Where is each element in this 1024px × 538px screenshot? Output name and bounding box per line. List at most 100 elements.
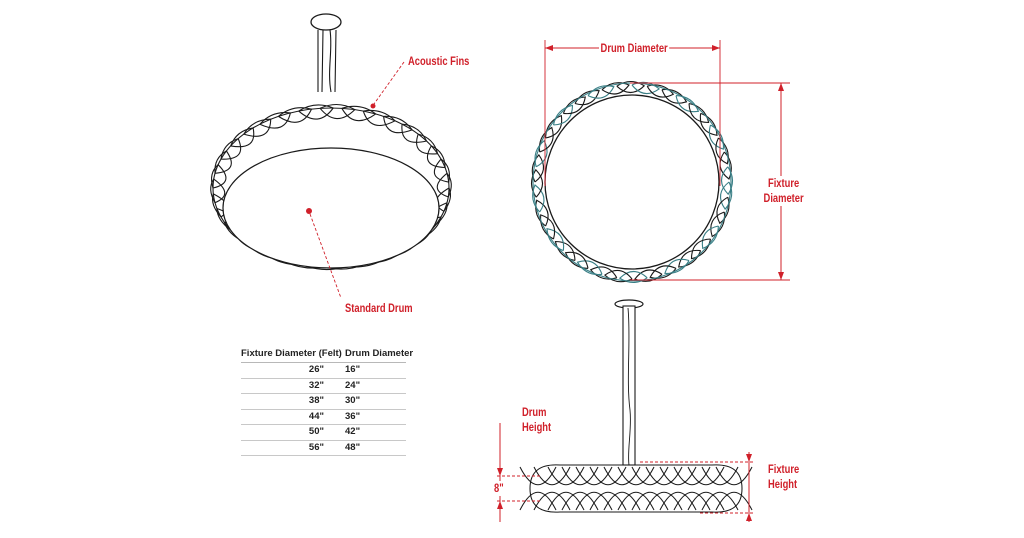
drum-height-label-line1: Drum	[522, 405, 547, 419]
lattice-arc	[673, 491, 711, 511]
ceiling-canopy	[310, 13, 342, 31]
drum-height-arrow-top	[497, 468, 503, 476]
plan-fin-loop	[535, 199, 549, 227]
fin-loop	[383, 115, 413, 134]
lattice-arc	[589, 466, 627, 486]
plan-fin-loop	[589, 266, 618, 280]
cell-fixture-diameter: 26"	[308, 364, 324, 375]
lattice-arc	[645, 491, 683, 511]
drum-height-value: 8"	[494, 481, 504, 496]
cell-drum-diameter: 16"	[345, 364, 361, 375]
fin-loop	[243, 118, 272, 137]
drum-height-label: Drum Height	[522, 405, 551, 435]
fixture-height-arrow-bottom	[746, 513, 752, 521]
fixture-height-arrow-top	[746, 454, 752, 462]
plan-fin-loop	[649, 265, 677, 279]
lattice-arc	[659, 466, 697, 486]
drum-diameter-arrow-right	[712, 45, 720, 51]
plan-drum-outline	[544, 94, 720, 270]
size-table-header: Fixture Diameter (Felt) Drum Diameter	[241, 348, 413, 363]
fin-loop	[298, 104, 335, 120]
cell-drum-diameter: 30"	[345, 395, 361, 406]
table-row: 26" 16"	[241, 363, 406, 379]
lattice-arc	[533, 466, 571, 486]
plan-fin-loop	[661, 88, 688, 104]
plan-fin-loop	[664, 258, 690, 274]
cell-drum-diameter: 24"	[345, 379, 361, 391]
lattice-arc	[603, 491, 641, 511]
fixture-diameter-label: Fixture Diameter	[762, 176, 806, 206]
table-row: 50" 42"	[241, 425, 406, 441]
lattice-arc	[603, 466, 641, 486]
size-table: Fixture Diameter (Felt) Drum Diameter 26…	[241, 348, 413, 456]
plan-fin-loop	[618, 270, 648, 284]
lattice-arc	[519, 491, 557, 511]
plan-fin-ring	[530, 80, 734, 284]
plan-fin-loop	[675, 95, 700, 113]
fixture-height-label-line1: Fixture	[768, 462, 800, 476]
plan-fin-loop	[646, 84, 675, 98]
fin-loop	[230, 127, 255, 148]
plan-fin-loop	[562, 96, 586, 115]
plan-fin-loop	[545, 114, 563, 139]
drum-diameter-label: Drum Diameter	[599, 41, 670, 56]
plan-fin-loop	[616, 80, 646, 94]
fin-loop	[416, 133, 439, 155]
lattice-arc	[575, 466, 613, 486]
lattice-arc	[701, 466, 739, 486]
plan-fin-loop	[678, 249, 702, 268]
fin-loop	[427, 145, 446, 169]
acoustic-fins-leader	[373, 61, 405, 105]
drum-diameter-arrow-left	[545, 45, 553, 51]
plan-fin-loop	[604, 269, 633, 283]
lattice-arc	[701, 491, 739, 511]
cell-fixture-diameter: 32"	[308, 379, 324, 391]
plan-fin-loop	[554, 240, 576, 262]
plan-fin-loop	[690, 238, 712, 260]
cell-fixture-diameter: 50"	[308, 426, 324, 437]
plan-fin-loop	[720, 166, 734, 196]
plan-fin-loop	[538, 126, 554, 153]
fixture-height-label: Fixture Height	[768, 462, 799, 492]
lattice-arc	[575, 491, 613, 511]
plan-fin-loop	[574, 90, 600, 106]
standard-drum-label: Standard Drum	[345, 301, 413, 315]
fixture-height-label-line2: Height	[768, 477, 798, 491]
plan-fin-loop	[710, 211, 726, 238]
fixture-diameter-arrow-top	[778, 83, 784, 91]
lattice-arc	[547, 466, 585, 486]
cell-drum-diameter: 42"	[345, 426, 361, 437]
plan-fin-loop	[532, 184, 545, 213]
lattice-arc	[561, 491, 599, 511]
plan-fin-loop	[601, 82, 630, 95]
lattice-arc	[687, 466, 725, 486]
lattice-arc	[645, 466, 683, 486]
plan-fin-loop	[631, 81, 660, 95]
elevation-cable	[627, 307, 631, 466]
fixture-diameter-arrow-bottom	[778, 272, 784, 280]
plan-fin-loop	[715, 137, 729, 165]
table-row: 32" 24"	[241, 379, 406, 394]
fin-loop	[401, 123, 428, 143]
plan-fin-loop	[540, 214, 556, 240]
plan-fin-loop	[576, 260, 603, 276]
fixture-diameter-label-line1: Fixture	[767, 176, 800, 190]
lattice-arc	[617, 466, 655, 486]
plan-fin-loop	[552, 104, 574, 126]
cell-fixture-diameter: 38"	[308, 395, 324, 406]
plan-fin-loop	[716, 196, 730, 225]
cell-drum-diameter: 36"	[345, 410, 361, 422]
standard-drum-outline	[222, 147, 440, 269]
lattice-arc	[589, 491, 627, 511]
elevation-view	[497, 299, 754, 522]
plan-fin-loop	[708, 124, 724, 150]
acoustic-fins-label: Acoustic Fins	[408, 54, 470, 68]
plan-fin-outer-ring	[532, 82, 732, 282]
cell-fixture-diameter: 44"	[308, 410, 324, 422]
table-row: 44" 36"	[241, 410, 406, 425]
table-row: 38" 30"	[241, 394, 406, 410]
plan-fin-loop	[546, 228, 565, 252]
drum-height-label-line2: Height	[522, 420, 552, 434]
plan-fin-loop	[530, 168, 544, 198]
